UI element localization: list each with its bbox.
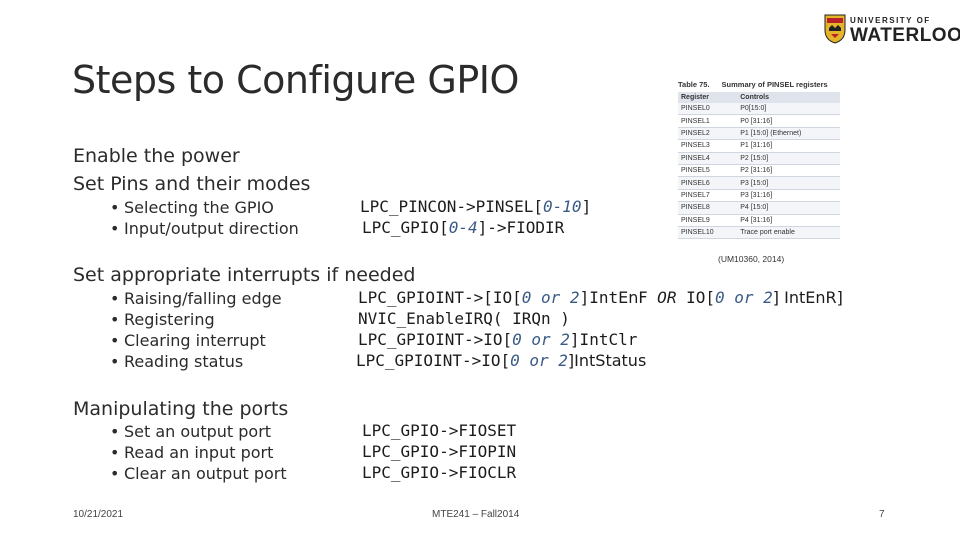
logo-line2: WATERLOO xyxy=(850,25,960,46)
bullet-item: •Registering xyxy=(110,310,215,329)
bullet-item: •Clearing interrupt xyxy=(110,331,266,350)
code-line: NVIC_EnableIRQ( IRQn ) xyxy=(358,309,570,328)
table-header: Register xyxy=(678,92,738,103)
university-logo: UNIVERSITY OF WATERLOO xyxy=(824,14,960,50)
bullet-item: •Reading status xyxy=(110,352,244,371)
shield-icon xyxy=(824,14,846,44)
bullet-item: •Raising/falling edge xyxy=(110,289,282,308)
code-line: LPC_GPIOINT->[IO[0 or 2]IntEnF OR IO[0 o… xyxy=(358,288,843,307)
table-header: Controls xyxy=(737,92,840,103)
heading-pins: Set Pins and their modes xyxy=(73,173,311,195)
code-line: LPC_GPIO->FIOSET xyxy=(362,421,517,440)
code-line: LPC_GPIOINT->IO[0 or 2]IntStatus xyxy=(356,351,647,370)
bullet-item: •Input/output direction xyxy=(110,219,299,238)
table-caption: Table 75.Summary of PINSEL registers xyxy=(678,80,828,89)
footer-course: MTE241 – Fall2014 xyxy=(432,509,520,520)
bullet-item: •Set an output port xyxy=(110,422,272,441)
heading-interrupts: Set appropriate interrupts if needed xyxy=(73,264,416,286)
table-citation: (UM10360, 2014) xyxy=(718,254,785,264)
pinsel-table-image: Table 75.Summary of PINSEL registers Reg… xyxy=(678,80,840,250)
slide-title: Steps to Configure GPIO xyxy=(72,58,519,102)
code-line: LPC_GPIO[0-4]->FIODIR xyxy=(362,218,565,237)
code-line: LPC_GPIO->FIOPIN xyxy=(362,442,517,461)
bullet-item: •Selecting the GPIO xyxy=(110,198,274,217)
code-line: LPC_GPIOINT->IO[0 or 2]IntClr xyxy=(358,330,638,349)
code-line: LPC_GPIO->FIOCLR xyxy=(362,463,517,482)
bullet-item: •Clear an output port xyxy=(110,464,287,483)
footer-date: 10/21/2021 xyxy=(73,509,124,520)
bullet-item: •Read an input port xyxy=(110,443,274,462)
page-number: 7 xyxy=(879,509,885,520)
heading-power: Enable the power xyxy=(73,145,240,167)
heading-ports: Manipulating the ports xyxy=(73,398,289,420)
logo-line1: UNIVERSITY OF xyxy=(850,16,931,25)
code-line: LPC_PINCON->PINSEL[0-10] xyxy=(360,197,592,216)
